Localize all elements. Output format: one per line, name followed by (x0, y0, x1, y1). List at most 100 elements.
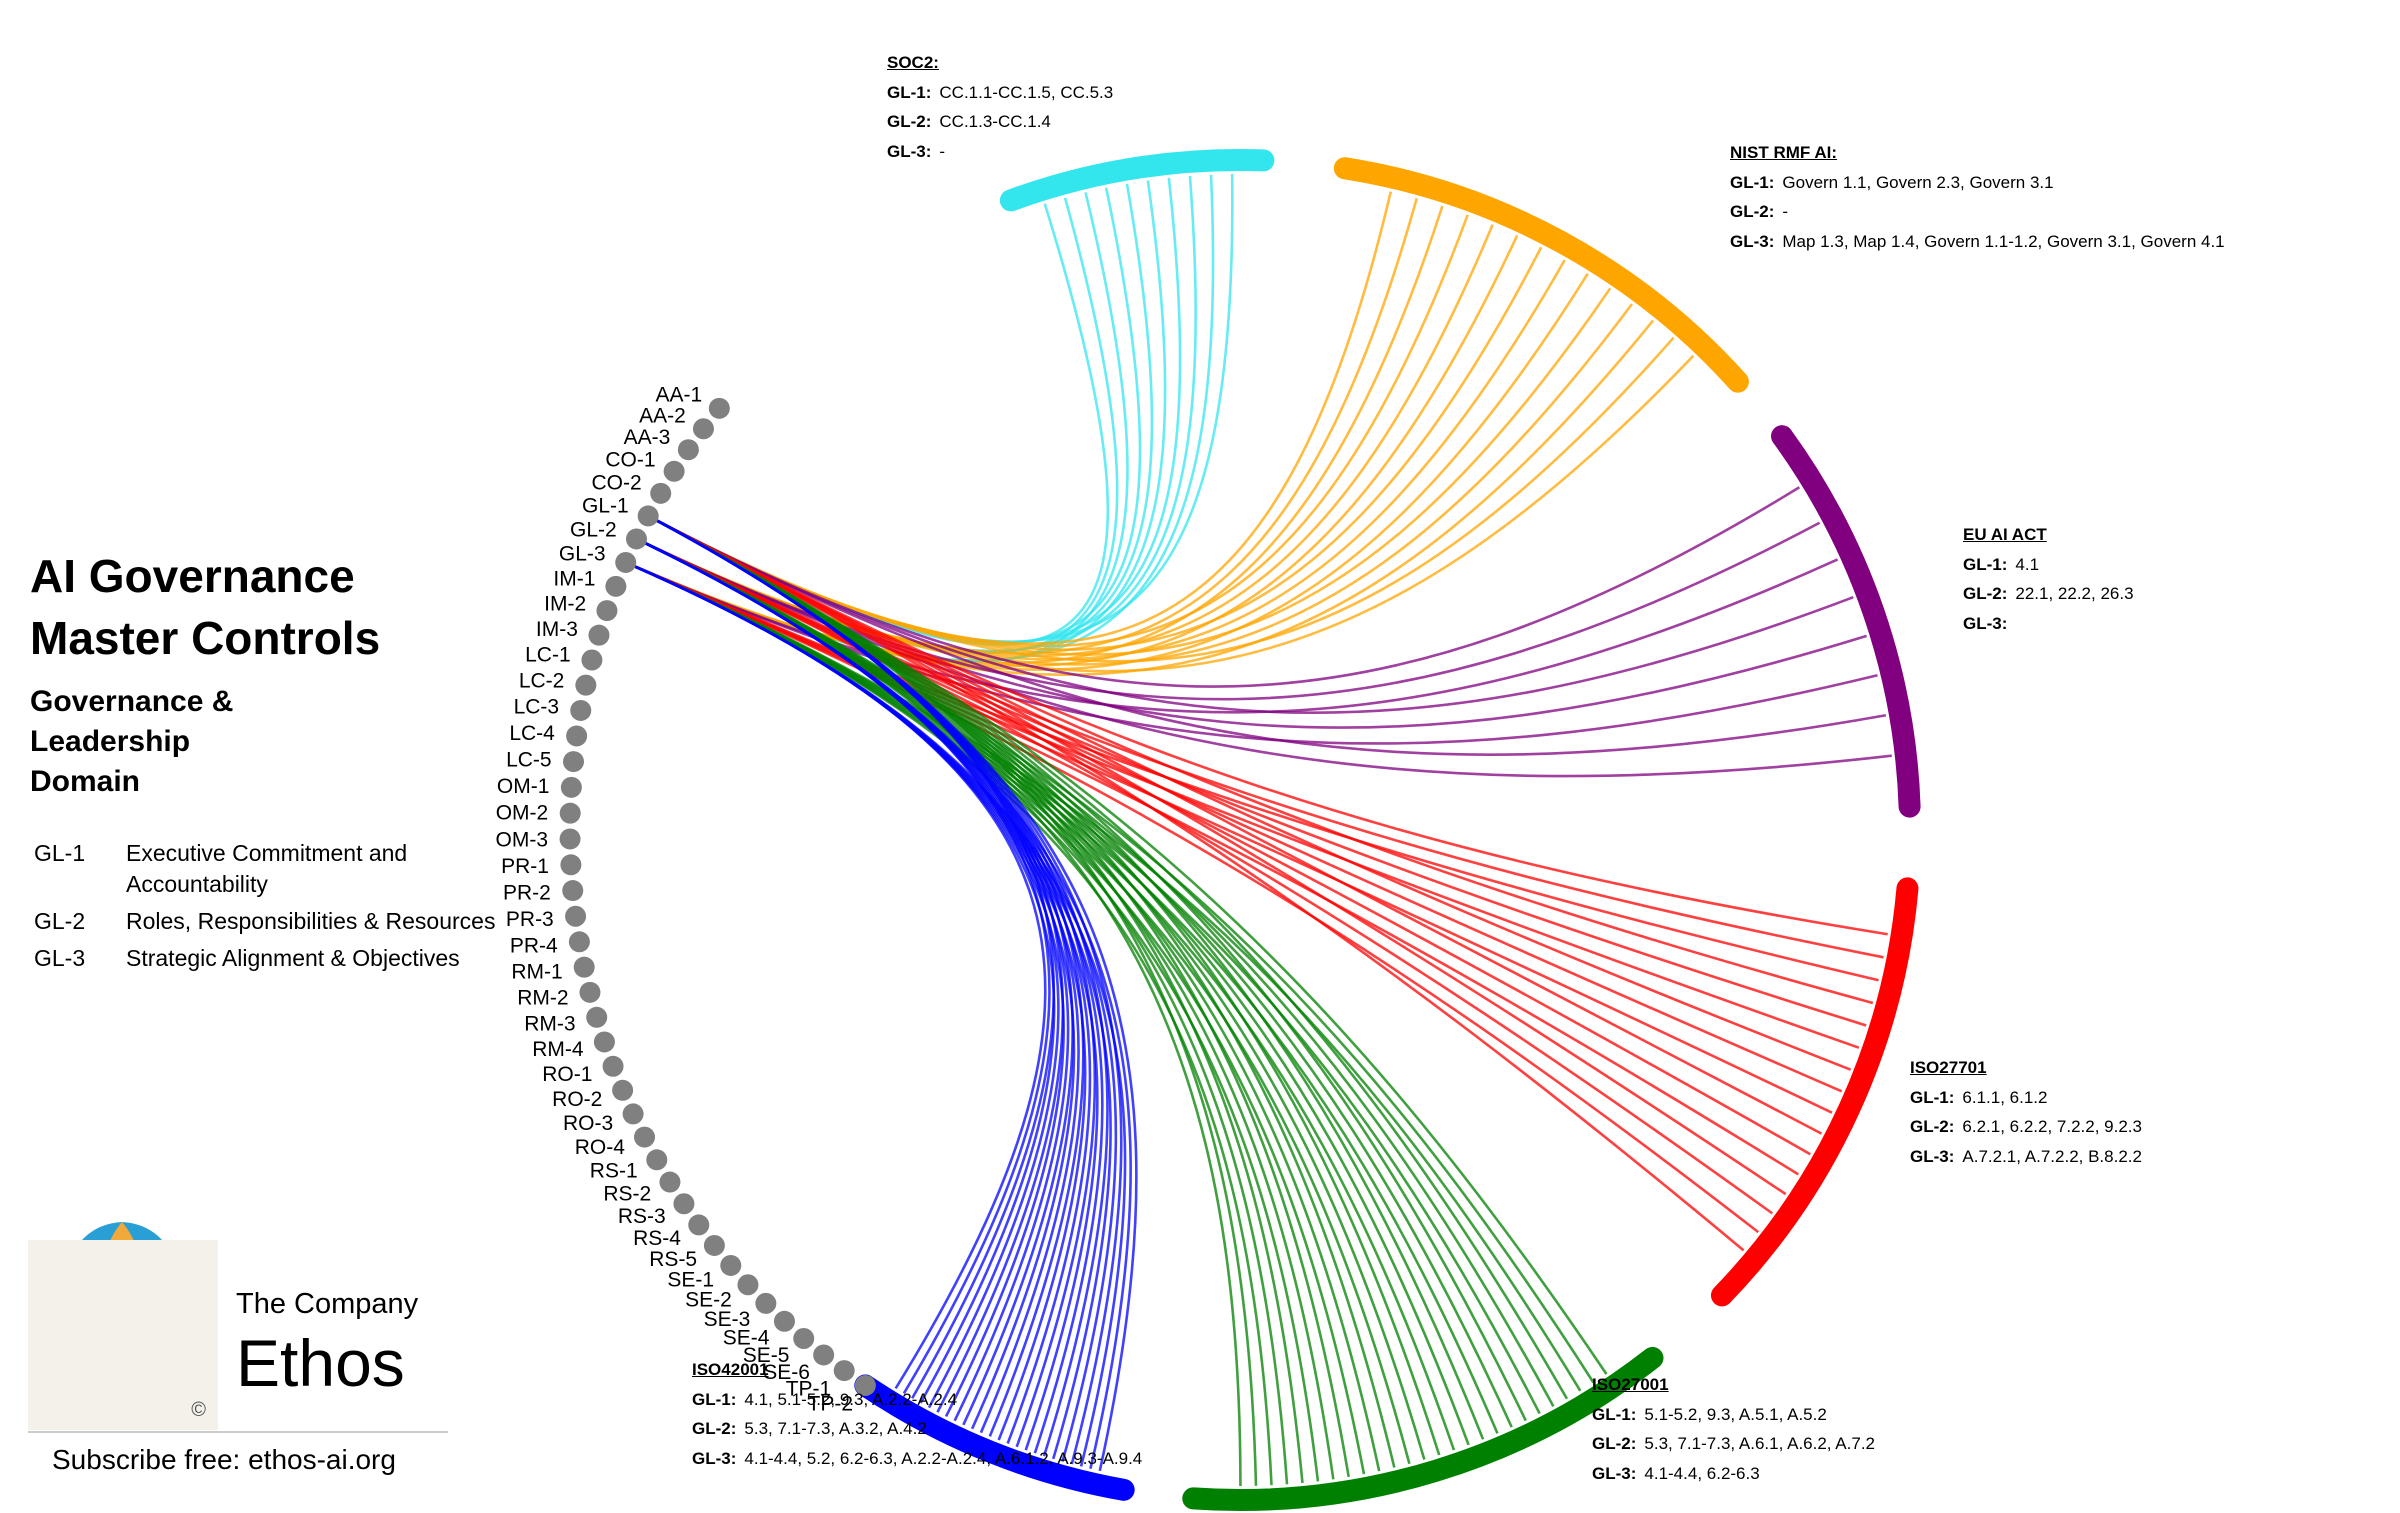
control-node-dot (560, 854, 582, 876)
mapping-row: GL-2:- (1730, 202, 1789, 221)
control-node-label: OM-1 (497, 775, 550, 798)
control-node-dot (559, 802, 581, 824)
framework-name: SOC2: (887, 53, 939, 72)
control-node-label: TP-2 (808, 1393, 854, 1416)
framework-euai: EU AI ACT GL-1:4.1 GL-2:22.1, 22.2, 26.3… (1963, 520, 2134, 638)
mapping-row: GL-1:6.1.1, 6.1.2 (1910, 1087, 2048, 1107)
control-node-dot (650, 482, 672, 504)
control-node-label: LC-2 (519, 669, 565, 692)
copyright-mark: © (191, 1399, 206, 1421)
control-node-label: LC-3 (514, 696, 560, 719)
chord-link-iso42001 (625, 561, 1112, 1460)
legend-row: GL-1 Executive Commitment and Accountabi… (34, 838, 516, 900)
framework-soc2: SOC2: GL-1:CC.1.1-CC.1.5, CC.5.3 GL-2:CC… (887, 48, 1113, 166)
control-node-dot (813, 1344, 835, 1366)
chord-links (625, 174, 1892, 1487)
subscribe-link[interactable]: Subscribe free: ethos-ai.org (52, 1444, 396, 1475)
control-node-dot (568, 931, 590, 953)
logo-frame: © (28, 1240, 218, 1430)
mapping-row: GL-1:Govern 1.1, Govern 2.3, Govern 3.1 (1730, 172, 2054, 192)
control-node-label: SE-6 (763, 1361, 810, 1384)
control-nodes: AA-1AA-2AA-3CO-1CO-2GL-1GL-2GL-3IM-1IM-2… (496, 384, 876, 1416)
mapping-row: GL-1:CC.1.1-CC.1.5, CC.5.3 (887, 82, 1114, 102)
framework-name: NIST RMF AI: (1730, 143, 1838, 162)
legend-desc: Strategic Alignment & Objectives (126, 945, 460, 971)
control-node-dot (677, 439, 699, 461)
framework-iso42001: ISO42001 GL-1:4.1, 5.1-5.2, 9.3, A.2.2-A… (692, 1355, 1142, 1473)
control-node-dot (575, 674, 597, 696)
control-node-dot (573, 956, 595, 978)
legend-code: GL-2 (34, 908, 86, 934)
framework-arc-iso42001 (854, 1374, 1135, 1501)
legend-row: GL-2 Roles, Responsibilities & Resources (34, 906, 516, 937)
control-node-label: RS-5 (649, 1248, 697, 1271)
control-node-dot (570, 699, 592, 721)
control-node-label: RO-1 (542, 1063, 592, 1086)
mapping-row: GL-1:4.1, 5.1-5.2, 9.3, A.2.2-A.2.4 (692, 1389, 958, 1409)
control-node-dot (612, 1079, 634, 1101)
mapping-row: GL-2:22.1, 22.2, 26.3 (1963, 584, 2134, 603)
chord-link-iso27001 (635, 537, 1426, 1460)
framework-arc-soc2 (999, 149, 1275, 212)
subtitle-line-3: Domain (30, 765, 141, 798)
framework-name: ISO27001 (1592, 1375, 1669, 1394)
control-node-label: RM-3 (524, 1012, 575, 1035)
control-node-dot (646, 1149, 668, 1171)
mapping-row: GL-2:5.3, 7.1-7.3, A.3.2, A.4.2 (692, 1419, 927, 1438)
control-node-label: CO-2 (592, 471, 642, 494)
framework-name: ISO27701 (1910, 1058, 1987, 1077)
control-node-dot (854, 1374, 876, 1396)
control-node-dot (588, 624, 610, 646)
chord-link-nist (647, 336, 1675, 663)
control-node-label: RS-4 (633, 1227, 681, 1250)
control-node-dot (703, 1234, 725, 1256)
control-node-dot (581, 649, 603, 671)
mapping-row: GL-2:5.3, 7.1-7.3, A.6.1, A.6.2, A.7.2 (1592, 1434, 1876, 1453)
control-node-dot (755, 1292, 777, 1314)
control-node-label: IM-3 (536, 618, 578, 641)
control-node-label: RM-1 (511, 961, 562, 984)
framework-arc-nist (1333, 157, 1749, 393)
framework-iso27701: ISO27701 GL-1:6.1.1, 6.1.2 GL-2:6.2.1, 6… (1910, 1053, 2142, 1171)
chord-link-soc2 (635, 183, 1154, 653)
title-line-1: AI Governance (30, 550, 355, 602)
control-node-dot (563, 751, 585, 773)
mapping-row: GL-3:Map 1.3, Map 1.4, Govern 1.1-1.2, G… (1730, 231, 2225, 251)
chord-link-iso42001 (635, 537, 1051, 1395)
control-node-label: AA-3 (624, 426, 671, 449)
legend-row: GL-3 Strategic Alignment & Objectives (34, 943, 516, 974)
control-node-label: GL-3 (559, 543, 606, 566)
framework-iso27001: ISO27001 GL-1:5.1-5.2, 9.3, A.5.1, A.5.2… (1592, 1370, 1875, 1488)
control-node-dot (596, 600, 618, 622)
control-node-label: RO-3 (563, 1112, 613, 1135)
mapping-row: GL-1:4.1 (1963, 554, 2040, 574)
chord-link-iso27001 (647, 514, 1258, 1486)
mapping-row: GL-2:6.2.1, 6.2.2, 7.2.2, 9.2.3 (1910, 1117, 2142, 1136)
control-node-dot (605, 575, 627, 597)
chord-link-nist (625, 319, 1655, 677)
mapping-row: GL-3: (1963, 613, 2008, 633)
control-node-dot (793, 1327, 815, 1349)
chord-link-iso42001 (625, 561, 1047, 1390)
chord-link-nist (635, 197, 1418, 655)
control-node-label: OM-3 (496, 828, 549, 851)
control-node-dot (565, 905, 587, 927)
domain-subtitle: Governance & Leadership Domain (30, 682, 233, 802)
control-node-dot (626, 528, 648, 550)
control-node-dot (773, 1310, 795, 1332)
control-node-dot (615, 551, 637, 573)
legend-code: GL-1 (34, 840, 86, 866)
control-node-dot (566, 725, 588, 747)
legend-code: GL-3 (34, 945, 86, 971)
control-node-label: PR-3 (506, 908, 554, 931)
control-node-label: LC-1 (525, 643, 571, 666)
control-node-label: PR-2 (503, 882, 551, 905)
framework-arcs (854, 149, 1921, 1511)
control-node-label: AA-2 (639, 405, 686, 428)
control-node-dot (720, 1254, 742, 1276)
control-node-dot (593, 1031, 615, 1053)
control-node-label: AA-1 (656, 384, 703, 407)
control-node-label: GL-1 (582, 495, 629, 518)
control-node-label: IM-2 (544, 592, 586, 615)
control-node-dot (622, 1103, 644, 1125)
